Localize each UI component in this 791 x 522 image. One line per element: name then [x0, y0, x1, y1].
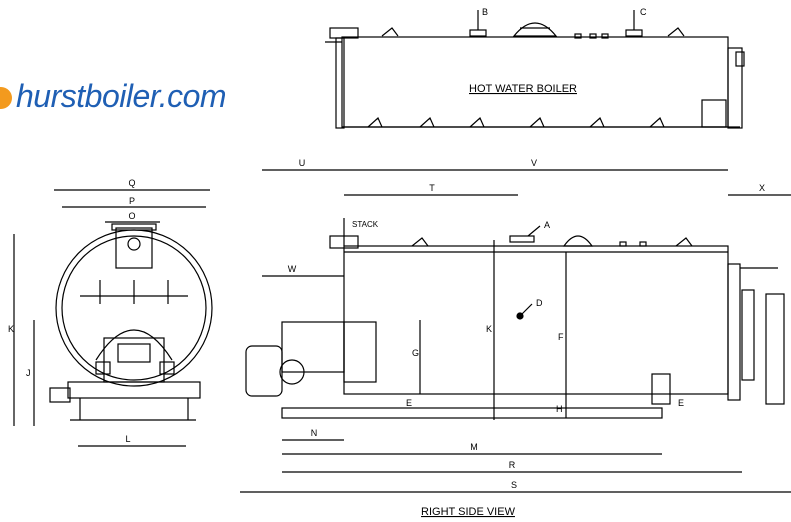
side-burner: [245, 321, 377, 397]
side-bottom-dim-s-3: S: [511, 480, 517, 490]
top-shell: [341, 36, 729, 128]
side-inner-dim-f-1: F: [558, 332, 564, 342]
stack-label: STACK: [352, 220, 379, 229]
side-dim-u-0: U: [299, 158, 306, 168]
side-inner-dim-g-2: G: [412, 348, 419, 358]
side-point-a-0: A: [544, 220, 550, 230]
side-dim-x-2: X: [759, 183, 765, 193]
side-dim-t-3: T: [429, 183, 435, 193]
front-view: Q P O K J L: [8, 178, 213, 447]
right-side-view: STACK U V X T W A: [240, 158, 791, 518]
side-skid: [281, 407, 663, 419]
front-burner-arch: [95, 329, 173, 361]
front-dim-k-3: K: [8, 324, 14, 334]
logo-dot-icon: [0, 87, 12, 109]
front-dim-j-4: J: [26, 368, 31, 378]
top-label-c-1: C: [640, 7, 647, 17]
side-bottom-dim-n-0: N: [311, 428, 318, 438]
hot-water-boiler-title: HOT WATER BOILER: [469, 83, 577, 95]
hurstboiler-logo[interactable]: hurstboiler.com: [0, 78, 260, 118]
side-inner-dim-k-0: K: [486, 324, 492, 334]
nozzle-c: C: [625, 7, 647, 37]
nozzle-b: B: [469, 7, 488, 37]
front-shell-outer: [55, 229, 213, 387]
side-inner-dim-h-3: H: [556, 404, 563, 414]
right-side-view-title: RIGHT SIDE VIEW: [421, 506, 516, 518]
side-inner-dim-e-5: E: [678, 398, 684, 408]
side-manway-dome: [562, 235, 594, 247]
side-bottom-dim-m-1: M: [470, 442, 478, 452]
front-burner: [103, 337, 165, 383]
top-label-b-0: B: [482, 7, 488, 17]
side-point-d-1: D: [536, 298, 543, 308]
rear-door: [765, 293, 785, 405]
logo-text: hurstboiler.com: [16, 78, 227, 114]
side-dim-w-4: W: [288, 264, 297, 274]
front-dim-q-0: Q: [128, 178, 135, 188]
top-manway-dome: [512, 22, 558, 37]
front-dim-l-5: L: [125, 434, 130, 444]
front-dim-p-1: P: [129, 196, 135, 206]
hot-water-boiler-view: B C HOT WATER BOILER: [325, 7, 745, 129]
front-dim-o-2: O: [128, 211, 135, 221]
front-stack: [115, 227, 153, 269]
side-inner-dim-e-4: E: [406, 398, 412, 408]
side-dim-v-1: V: [531, 158, 537, 168]
side-shell: [343, 245, 729, 395]
side-bottom-dim-r-2: R: [509, 460, 516, 470]
